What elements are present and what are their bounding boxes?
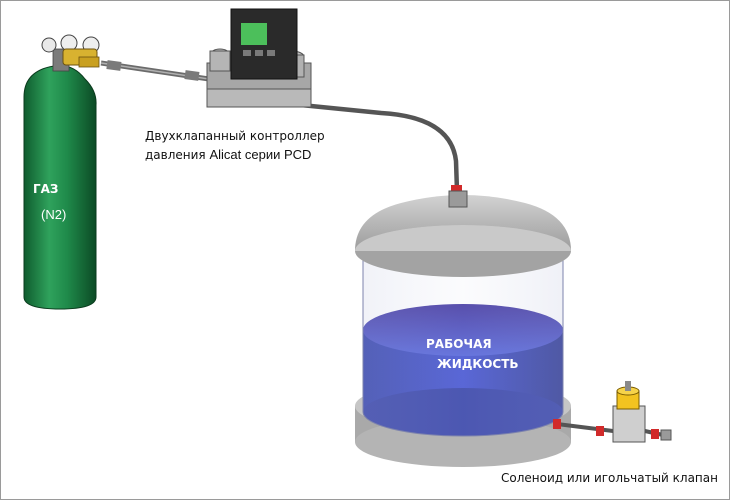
tank-lid (355, 190, 571, 277)
solenoid-valve (612, 381, 672, 443)
liquid-outlet-tube (553, 419, 614, 436)
regulator (41, 34, 100, 68)
controller-label-line2: давления Alicat серии PCD (145, 147, 311, 162)
gas-cylinder (23, 48, 97, 310)
liquid-label-line1: РАБОЧАЯ (426, 337, 492, 351)
gas-tube-outlet (234, 94, 462, 195)
valve-label: Соленоид или игольчатый клапан (501, 471, 718, 485)
gas-formula-label: (N2) (41, 207, 67, 222)
pressure-controller (206, 8, 312, 108)
controller-label-prefix: давления (145, 148, 210, 162)
gas-tube-inlet (100, 60, 210, 82)
gas-label: ГАЗ (33, 182, 59, 196)
controller-label-line1: Двухклапанный контроллер (145, 129, 325, 143)
controller-label-brand: Alicat серии PCD (209, 147, 312, 162)
liquid-label-line2: ЖИДКОСТЬ (437, 357, 519, 371)
